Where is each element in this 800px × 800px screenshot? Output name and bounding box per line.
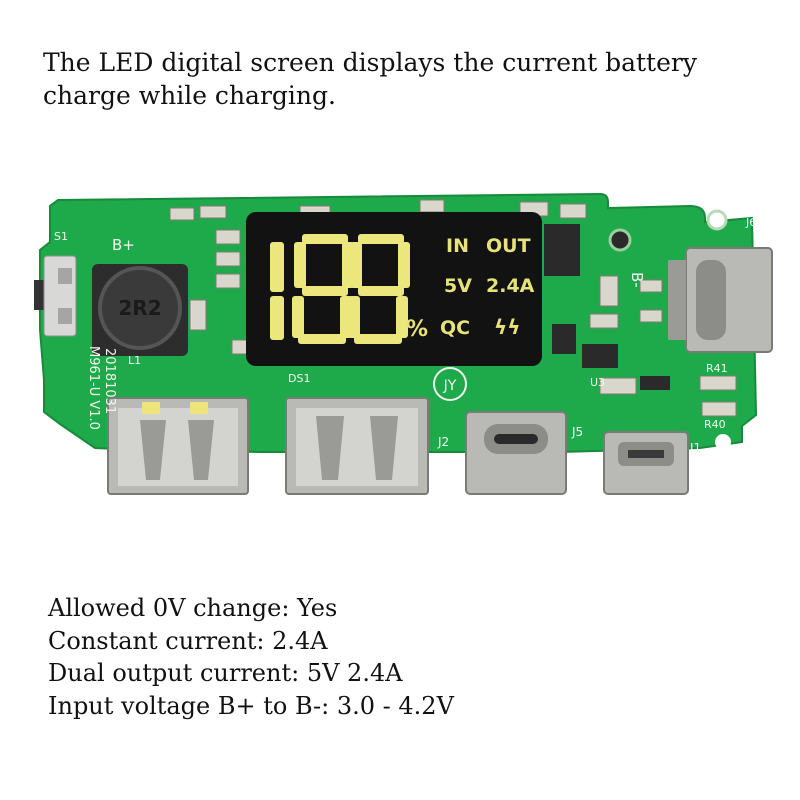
switch-pin [58,308,72,324]
lcd-qc-label: QC [440,317,470,339]
spec-list: Allowed 0V change: Yes Constant current:… [48,592,748,722]
label-r40: R40 [704,418,726,431]
inductor-l1 [98,266,182,350]
mounting-hole [715,434,731,450]
label-s1: S1 [54,230,68,243]
smd-capacitor [189,299,207,331]
spec-item: Constant current: 2.4A [48,626,328,655]
spec-item: Allowed 0V change: Yes [48,594,338,622]
label-b-plus: B+ [112,236,135,254]
usb-c-port-j5 [465,411,567,495]
ic-chip [544,224,580,276]
label-u3: U3 [590,376,605,389]
logo-circle [433,367,467,401]
label-j1: J1 [689,441,701,455]
micro-usb-port-j1 [603,431,689,495]
smd-resistor [599,377,637,395]
smd-resistor [589,313,619,329]
smd-resistor [699,375,737,391]
smd-resistor [169,207,195,221]
ic-chip [640,376,670,390]
label-date: 20181031 [102,348,117,414]
lcd-digit-3 [348,234,410,344]
lcd-bolt-icon: ϟϟ [494,315,520,339]
ic-chip [582,344,618,368]
switch-actuator [34,280,44,310]
smd-resistor [639,279,663,293]
lcd-digit-1 [270,242,284,340]
label-b-minus: B- [628,272,646,288]
smd-resistor [701,401,737,417]
label-r41: R41 [706,362,728,375]
smd-capacitor [599,275,619,307]
smd-capacitor [215,251,241,267]
label-j6: J6 [745,216,756,229]
smd-resistor [419,199,445,213]
usb-c-port-j6 [668,247,773,353]
usb-a-port-2 [285,397,429,495]
lcd-in-label: IN [446,235,469,257]
label-ds1: DS1 [288,372,310,385]
spec-item: Dual output current: 5V 2.4A [48,659,403,687]
ic-chip [552,324,576,354]
inductor-label: 2R2 [118,296,161,320]
logo-jy: JY [443,378,457,394]
lcd-percent: % [406,317,428,342]
lcd-current: 2.4A [486,275,535,297]
spec-item: Input voltage B+ to B-: 3.0 - 4.2V [48,691,454,720]
mounting-hole [608,228,632,252]
smd-resistor [199,205,227,219]
lcd-voltage: 5V [444,275,472,297]
mounting-hole [706,209,728,231]
smd-resistor [559,203,587,219]
caption-text: The LED digital screen displays the curr… [43,48,697,110]
usb-a-port-1 [107,397,249,495]
switch-pin [58,268,72,284]
label-j5: J5 [571,425,583,439]
smd-resistor [639,309,663,323]
pcb-board-image: 2R2 [34,192,773,495]
smd-capacitor [215,273,241,289]
smd-capacitor [215,229,241,245]
label-model: M961-U V1.0 [86,346,101,430]
lcd-out-label: OUT [486,235,531,257]
label-l1: L1 [128,354,141,367]
label-j2: J2 [437,435,449,449]
